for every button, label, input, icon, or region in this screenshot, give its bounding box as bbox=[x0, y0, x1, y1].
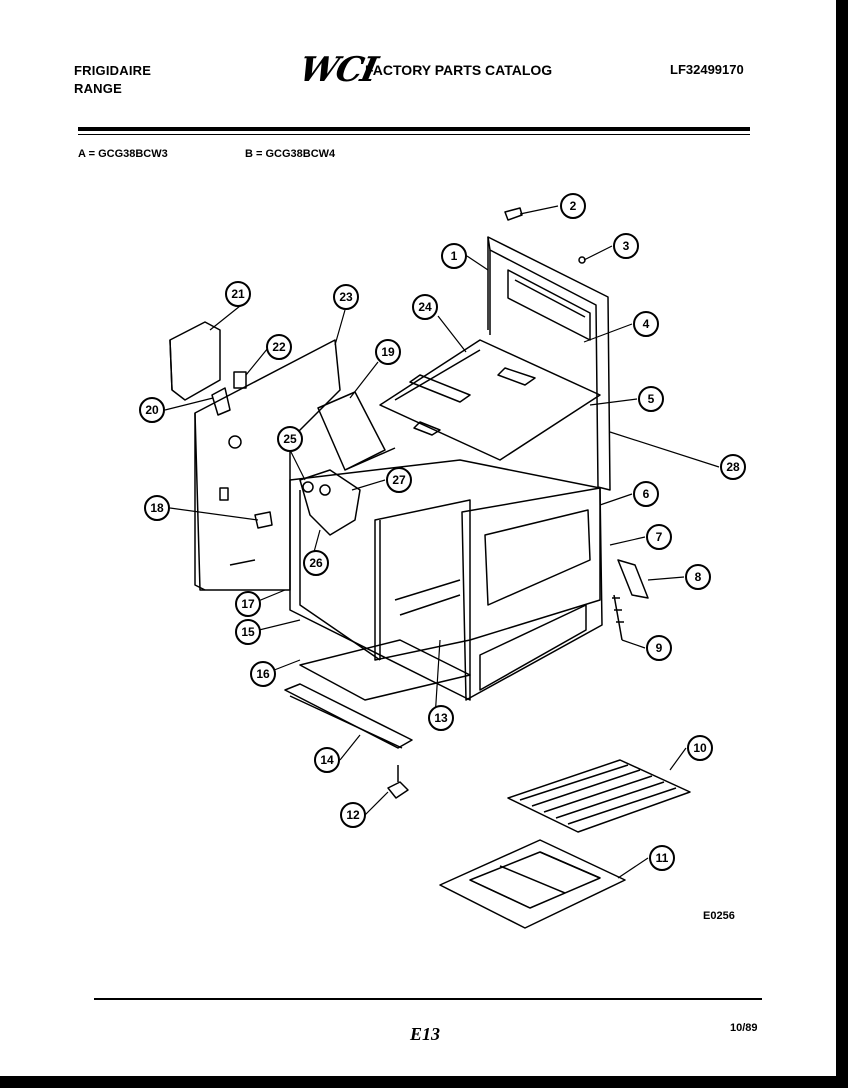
svg-text:13: 13 bbox=[434, 711, 448, 725]
callout-7: 7 bbox=[646, 524, 672, 550]
callout-26: 26 bbox=[303, 550, 329, 576]
svg-text:15: 15 bbox=[241, 625, 255, 639]
broiler-pan bbox=[439, 839, 626, 929]
callout-22: 22 bbox=[266, 334, 292, 360]
product-type: RANGE bbox=[74, 81, 122, 96]
model-b: B = GCG38BCW4 bbox=[245, 148, 336, 160]
svg-text:10: 10 bbox=[693, 741, 707, 755]
callout-21: 21 bbox=[225, 281, 251, 307]
callout-6: 6 bbox=[633, 481, 659, 507]
bottom-panel bbox=[299, 639, 471, 701]
callout-15: 15 bbox=[235, 619, 261, 645]
callout-4: 4 bbox=[633, 311, 659, 337]
figure-code: E0256 bbox=[703, 910, 735, 922]
callout-13: 13 bbox=[428, 705, 454, 731]
callout-group: 1 2 3 4 5 6 7 8 9 10 11 12 13 14 15 16 1… bbox=[139, 193, 746, 871]
svg-text:14: 14 bbox=[320, 753, 334, 767]
callout-14: 14 bbox=[314, 747, 340, 773]
svg-text:5: 5 bbox=[648, 392, 655, 406]
exploded-parts-diagram: 1 2 3 4 5 6 7 8 9 10 11 12 13 14 15 16 1… bbox=[139, 193, 746, 929]
callout-23: 23 bbox=[333, 284, 359, 310]
svg-text:25: 25 bbox=[283, 432, 297, 446]
svg-text:28: 28 bbox=[726, 460, 740, 474]
svg-text:21: 21 bbox=[231, 287, 245, 301]
svg-text:22: 22 bbox=[272, 340, 286, 354]
control-bracket bbox=[169, 321, 221, 401]
callout-20: 20 bbox=[139, 397, 165, 423]
callout-27: 27 bbox=[386, 467, 412, 493]
svg-text:3: 3 bbox=[623, 239, 630, 253]
callout-3: 3 bbox=[613, 233, 639, 259]
callout-1: 1 bbox=[441, 243, 467, 269]
callout-19: 19 bbox=[375, 339, 401, 365]
svg-text:19: 19 bbox=[381, 345, 395, 359]
callout-2: 2 bbox=[560, 193, 586, 219]
svg-text:2: 2 bbox=[570, 199, 577, 213]
callout-5: 5 bbox=[638, 386, 664, 412]
svg-text:4: 4 bbox=[643, 317, 650, 331]
svg-text:16: 16 bbox=[256, 667, 270, 681]
svg-text:7: 7 bbox=[656, 530, 663, 544]
brand-name: FRIGIDAIRE bbox=[74, 63, 152, 78]
callout-25: 25 bbox=[277, 426, 303, 452]
svg-text:18: 18 bbox=[150, 501, 164, 515]
page-number: E13 bbox=[410, 1024, 441, 1044]
callout-8: 8 bbox=[685, 564, 711, 590]
svg-text:17: 17 bbox=[241, 597, 255, 611]
callout-28: 28 bbox=[720, 454, 746, 480]
svg-text:20: 20 bbox=[145, 403, 159, 417]
svg-text:8: 8 bbox=[695, 570, 702, 584]
model-a: A = GCG38BCW3 bbox=[78, 148, 168, 160]
oven-door bbox=[461, 487, 603, 701]
svg-text:6: 6 bbox=[643, 487, 650, 501]
svg-text:1: 1 bbox=[451, 249, 458, 263]
svg-text:27: 27 bbox=[392, 473, 406, 487]
back-panel bbox=[487, 236, 611, 491]
oven-rack bbox=[507, 759, 691, 833]
callout-17: 17 bbox=[235, 591, 261, 617]
callout-24: 24 bbox=[412, 294, 438, 320]
broiler-burner bbox=[317, 391, 386, 471]
callout-16: 16 bbox=[250, 661, 276, 687]
catalog-number: LF32499170 bbox=[670, 62, 744, 77]
header-rule-thin bbox=[78, 134, 750, 135]
callout-9: 9 bbox=[646, 635, 672, 661]
callout-18: 18 bbox=[144, 495, 170, 521]
callout-12: 12 bbox=[340, 802, 366, 828]
footer-rule bbox=[94, 998, 762, 1000]
svg-text:24: 24 bbox=[418, 300, 432, 314]
callout-10: 10 bbox=[687, 735, 713, 761]
svg-text:11: 11 bbox=[656, 851, 669, 865]
callout-11: 11 bbox=[649, 845, 675, 871]
catalog-title: FACTORY PARTS CATALOG bbox=[365, 62, 553, 78]
catalog-date: 10/89 bbox=[730, 1022, 758, 1034]
svg-text:26: 26 bbox=[309, 556, 323, 570]
svg-text:9: 9 bbox=[656, 641, 663, 655]
svg-text:23: 23 bbox=[339, 290, 353, 304]
oven-liner bbox=[289, 459, 601, 701]
svg-text:12: 12 bbox=[346, 808, 360, 822]
header-rule bbox=[78, 127, 750, 131]
top-panel bbox=[379, 339, 601, 461]
